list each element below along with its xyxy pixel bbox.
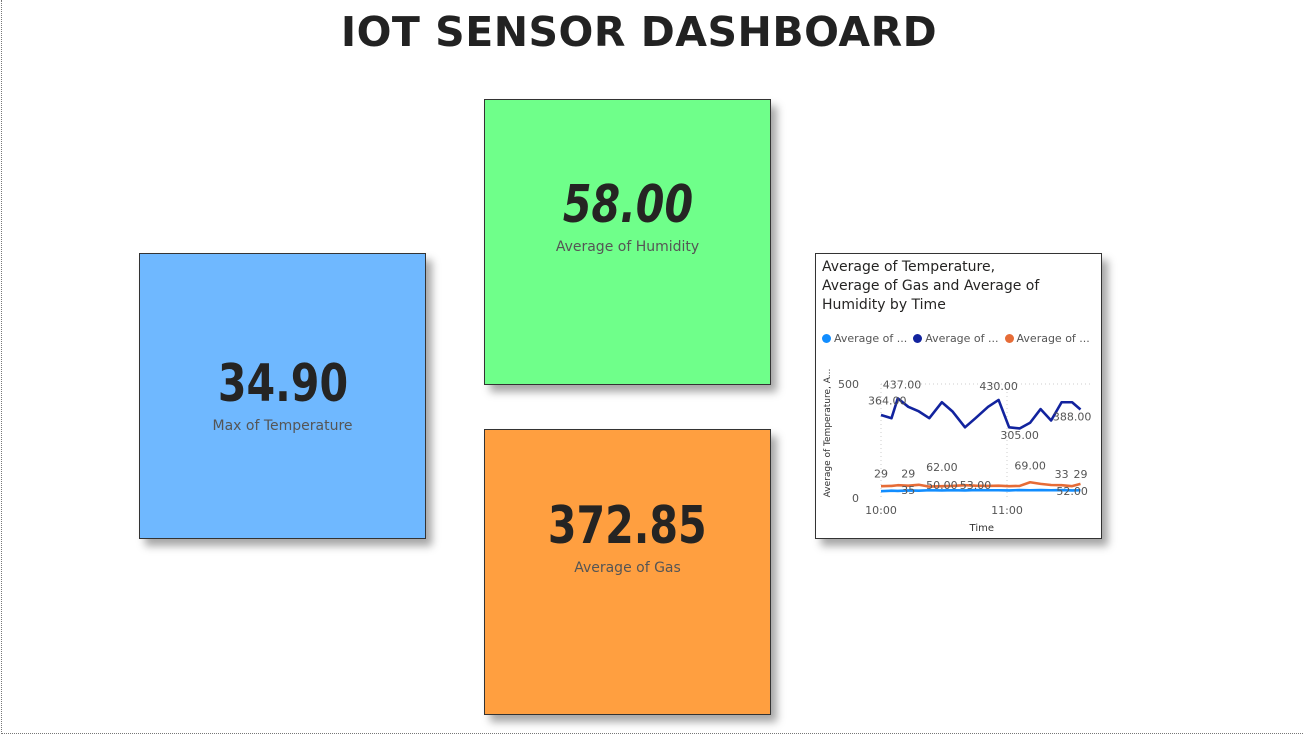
data-label: 305.00 [1000,429,1039,442]
chart-title-line: Humidity by Time [822,297,946,313]
legend-dot-icon [822,334,831,343]
data-label: 69.00 [1014,460,1046,473]
series-line [880,488,1081,493]
average-gas-value: 372.85 [548,496,707,556]
legend-label: Average of ... [1016,332,1090,345]
x-tick-label: 10:00 [865,504,897,517]
series-line [880,397,1082,430]
data-label: 364.00 [868,395,907,408]
chart-title-line: Average of Temperature, [822,259,996,275]
x-axis-label: Time [969,523,994,534]
max-temperature-label: Max of Temperature [212,418,353,434]
x-tick-label: 11:00 [991,504,1023,517]
data-label: 29 [1074,468,1088,481]
legend-dot-icon [1004,334,1014,343]
data-label: 430.00 [979,380,1018,393]
data-label: 29 [901,467,915,480]
data-label: 33 [1055,468,1069,481]
y-tick-label: 500 [838,378,859,391]
legend-dot-icon [913,334,923,343]
data-label: 388.00 [1053,410,1092,423]
max-temperature-value: 34.90 [217,354,348,414]
y-axis-label: Average of Temperature, A... [823,369,833,498]
legend-item[interactable]: Average of ... [1004,332,1090,345]
y-tick-label: 0 [852,492,859,505]
data-label: 53.00 [960,479,992,492]
dashboard-title: IOT SENSOR DASHBOARD [340,8,938,56]
line-chart-visual[interactable]: Average of Temperature, Average of Gas a… [815,253,1102,539]
average-humidity-card[interactable]: 58.00 Average of Humidity [484,99,771,385]
chart-title-line: Average of Gas and Average of [822,278,1040,294]
legend-label: Average of ... [834,332,908,345]
legend-label: Average of ... [925,332,999,345]
average-gas-label: Average of Gas [574,560,681,576]
data-label: 62.00 [926,461,958,474]
data-label: 437.00 [883,379,922,392]
chart-title: Average of Temperature, Average of Gas a… [822,258,1082,315]
average-humidity-label: Average of Humidity [555,239,700,255]
legend-item[interactable]: Average of ... [913,332,999,345]
max-temperature-card[interactable]: 34.90 Max of Temperature [139,253,426,539]
data-label: 52.00 [1056,485,1088,498]
series-line [880,480,1081,488]
data-label: 35 [901,484,915,497]
average-humidity-value: 58.00 [562,175,693,235]
chart-legend: Average of ... Average of ... Average of… [822,332,1097,345]
data-label: 50.00 [926,479,958,492]
data-label: 29 [874,467,888,480]
average-gas-card[interactable]: 372.85 Average of Gas [484,429,771,715]
legend-item[interactable]: Average of ... [822,332,907,345]
